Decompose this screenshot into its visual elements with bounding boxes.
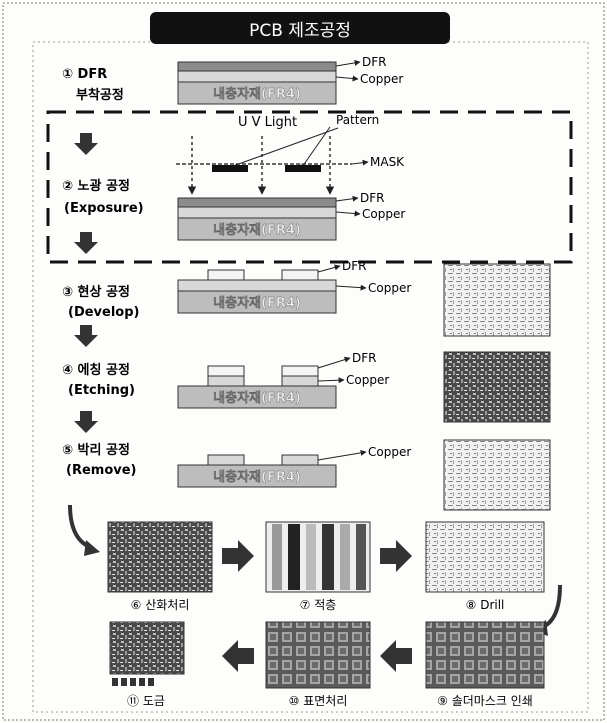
step-5: ⑤ 박리 공정 (Remove) 내층자재(FR4) Copper <box>62 440 550 510</box>
base-label-2: 내층자재(FR4) <box>213 222 301 238</box>
flow-row-2: ⑪ 도금 ⑩ 표면처리 ⑨ 솔더마스크 인쇄 <box>110 622 544 708</box>
mask-pattern-2 <box>285 165 321 172</box>
dfr-label-3: DFR <box>342 259 366 273</box>
step-7-label: ⑦ 적층 <box>300 598 337 612</box>
right-arrow-1 <box>222 540 254 572</box>
copper-pattern-1 <box>208 455 244 465</box>
develop-photo <box>444 264 550 336</box>
lamination-photo <box>266 522 370 592</box>
step-1: ① DFR 부착공정 내층자재(FR4) DFR Copper <box>62 55 403 104</box>
right-arrow-2 <box>380 540 412 572</box>
step-9-label: ⑨ 솔더마스크 인쇄 <box>437 694 533 708</box>
oxide-photo <box>108 522 212 592</box>
step-3-label: ③ 현상 공정 <box>62 284 130 300</box>
down-arrow-2 <box>74 232 98 254</box>
dfr-remaining-1 <box>208 270 244 280</box>
down-arrow-4 <box>74 411 98 433</box>
base-label-5: 내층자재(FR4) <box>213 469 301 485</box>
step-6-label: ⑥ 산화처리 <box>131 598 190 612</box>
dfr-label-4: DFR <box>352 351 376 365</box>
mask-label: MASK <box>370 155 405 169</box>
soldermask-photo <box>426 622 544 688</box>
drill-photo <box>426 522 544 592</box>
step-2-label: ② 노광 공정 <box>62 178 130 194</box>
dfr-etch-2 <box>282 366 318 376</box>
mask-pattern-1 <box>212 165 248 172</box>
step-10-label: ⑩ 표면처리 <box>289 694 348 708</box>
copper-etch-2 <box>282 376 318 386</box>
plating-pads <box>112 678 154 686</box>
title-banner: PCB 제조공정 <box>150 12 450 44</box>
dfr-etch-1 <box>208 366 244 376</box>
dfr-layer <box>178 62 336 71</box>
step-1-sub: 부착공정 <box>76 87 124 103</box>
left-arrow-1 <box>222 640 254 672</box>
surface-photo <box>266 622 370 688</box>
step-3: ③ 현상 공정 (Develop) 내층자재(FR4) DFR Copper <box>62 259 550 336</box>
dfr-remaining-2 <box>282 270 318 280</box>
dfr-label: DFR <box>362 55 386 69</box>
curve-arrow-left <box>70 505 100 556</box>
left-arrow-2 <box>380 640 412 672</box>
base-label: 내층자재(FR4) <box>213 86 301 102</box>
step-8-label: ⑧ Drill <box>466 598 505 612</box>
copper-label-4: Copper <box>346 373 389 387</box>
copper-layer-2 <box>178 207 336 218</box>
copper-label-2: Copper <box>362 207 405 221</box>
step-11-label: ⑪ 도금 <box>127 694 165 708</box>
step-3-sub: (Develop) <box>68 305 139 320</box>
copper-layer <box>178 71 336 82</box>
dfr-layer-2 <box>178 198 336 207</box>
step-4-sub: (Etching) <box>68 383 135 398</box>
dfr-label-2: DFR <box>360 191 384 205</box>
base-label-4: 내층자재(FR4) <box>213 390 301 406</box>
step-4: ④ 에칭 공정 (Etching) 내층자재(FR4) DFR Copper <box>62 351 550 422</box>
step-2-sub: (Exposure) <box>64 201 144 216</box>
copper-label: Copper <box>360 72 403 86</box>
page-title: PCB 제조공정 <box>249 21 351 41</box>
uv-light-label: U V Light <box>238 115 297 130</box>
pattern-label: Pattern <box>336 113 379 127</box>
step-1-label: ① DFR <box>62 67 107 82</box>
down-arrow-3 <box>74 325 98 347</box>
etching-photo <box>444 352 550 422</box>
down-arrow-1 <box>74 133 98 155</box>
copper-pattern-2 <box>282 455 318 465</box>
copper-label-3: Copper <box>368 281 411 295</box>
copper-etch-1 <box>208 376 244 386</box>
step-5-label: ⑤ 박리 공정 <box>62 442 130 458</box>
copper-layer-3 <box>178 280 336 291</box>
base-label-3: 내층자재(FR4) <box>213 295 301 311</box>
step-4-label: ④ 에칭 공정 <box>62 362 130 378</box>
step-5-sub: (Remove) <box>66 463 136 478</box>
flow-row-1: ⑥ 산화처리 ⑦ 적층 ⑧ Drill <box>108 522 544 612</box>
remove-photo <box>444 440 550 510</box>
plating-photo <box>110 622 184 674</box>
copper-label-5: Copper <box>368 445 411 459</box>
step-2: U V Light Pattern MASK ② 노광 공정 (Exposure… <box>62 113 405 240</box>
